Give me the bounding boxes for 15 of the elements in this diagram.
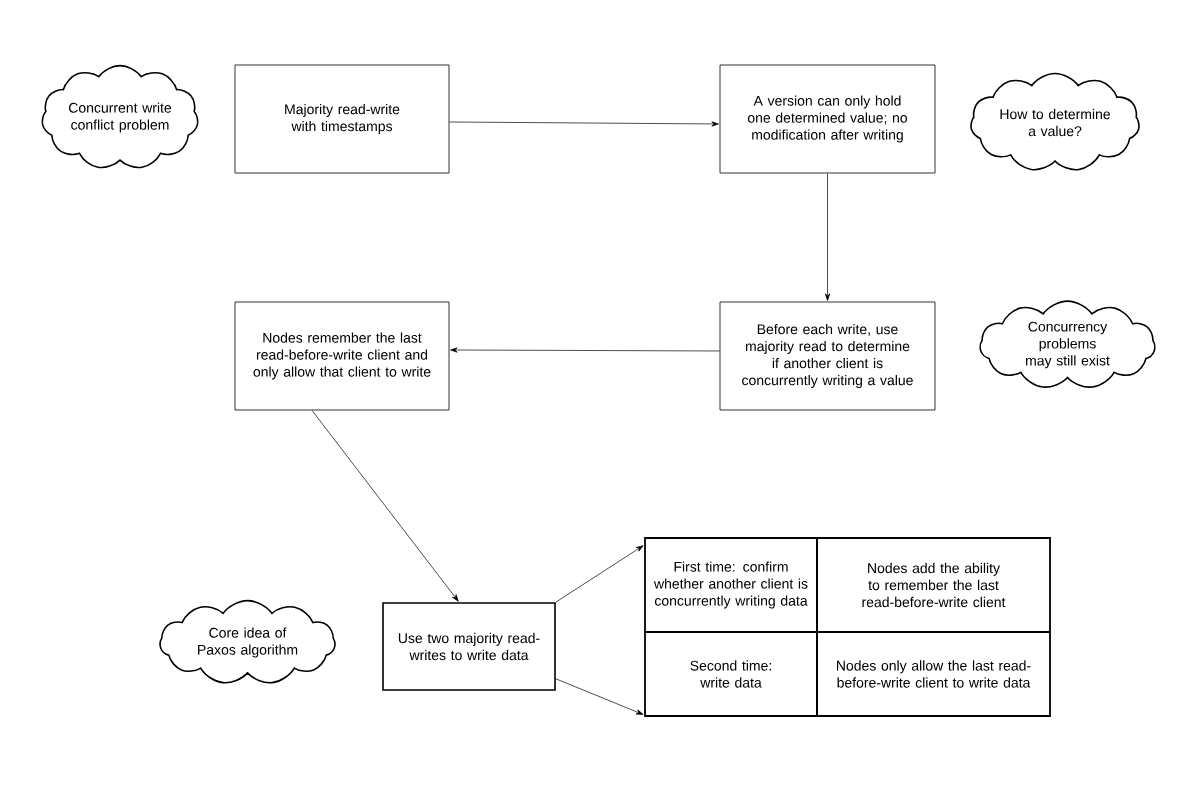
process-box: Majority read-write with timestamps bbox=[234, 64, 450, 174]
arrow bbox=[555, 678, 644, 715]
arrow bbox=[449, 121, 719, 127]
process-box: Use two majority read-writes to write data bbox=[382, 602, 556, 691]
table-cell: Nodes add the ability to remember the last read-before-write client bbox=[816, 537, 1051, 633]
process-box: Before each write, use majority read to determine if another client is concurrently writing a value bbox=[719, 301, 936, 411]
arrow bbox=[311, 410, 459, 602]
process-box: Nodes remember the last read-before-write client and only allow that client to write bbox=[234, 301, 450, 411]
arrow bbox=[450, 347, 720, 353]
process-box: A version can only hold one determined value; no modification after writing bbox=[719, 64, 936, 174]
table-cell: Second time: write data bbox=[644, 631, 818, 717]
table-cell: Nodes only allow the last read-before-write client to write data bbox=[816, 631, 1051, 717]
arrow bbox=[555, 545, 644, 603]
table-cell: First time: confirm whether another client is concurrently writing data bbox=[644, 537, 818, 633]
arrow bbox=[824, 173, 831, 301]
